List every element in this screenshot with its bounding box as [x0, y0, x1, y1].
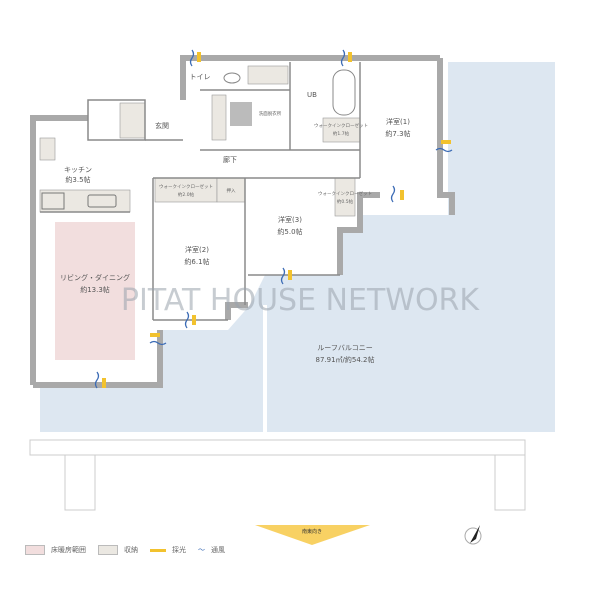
legend-light: 採光	[172, 546, 186, 554]
room2-label: 洋室(2)	[185, 245, 209, 254]
wic1-label: ウォークインクローゼット	[314, 122, 368, 129]
legend-storage: 収納	[124, 546, 138, 554]
wind-icon: 〜	[198, 546, 205, 554]
wic3-label: ウォークインクローゼット	[318, 190, 372, 197]
sink	[87, 194, 117, 208]
storage-swatch	[98, 545, 118, 555]
orientation-arrow	[255, 525, 370, 545]
kitchen-size: 約3.5帖	[65, 175, 90, 184]
ld-size: 約13.3帖	[80, 285, 110, 294]
parapet	[29, 439, 526, 511]
kitchen-label: キッチン	[64, 166, 92, 174]
bath-label: UB	[307, 91, 317, 99]
room2-size: 約6.1帖	[184, 257, 209, 266]
watermark: PITAT HOUSE NETWORK	[121, 283, 480, 318]
wic1-size: 約1.7帖	[333, 130, 350, 137]
wind-markers	[94, 49, 453, 389]
room3-size: 約5.0帖	[277, 227, 302, 236]
oshiire-label: 押入	[227, 187, 236, 194]
room3-label: 洋室(3)	[278, 215, 302, 224]
floor-heating-swatch	[25, 545, 45, 555]
floor-heating-area	[55, 222, 135, 360]
legend: 床暖房範囲 収納 採光 〜 通風	[25, 545, 225, 555]
legend-floor-heating: 床暖房範囲	[51, 546, 86, 554]
orientation-label: 南東向き	[302, 528, 322, 535]
wic3-size: 約0.5帖	[337, 198, 354, 205]
entrance-label: 玄関	[155, 121, 169, 130]
room1-size: 約7.3帖	[385, 129, 410, 138]
wic2-label: ウォークインクローゼット	[159, 183, 213, 190]
room1-label: 洋室(1)	[386, 117, 410, 126]
storage-areas	[39, 65, 361, 217]
walls	[30, 55, 455, 388]
compass-icon	[464, 525, 482, 545]
partitions	[40, 62, 361, 432]
toilet-label: トイレ	[190, 73, 211, 81]
fridge-space	[230, 102, 252, 126]
balcony-size: 87.91㎡/約54.2帖	[316, 355, 375, 364]
hall-label: 廊下	[223, 155, 237, 164]
light-icon	[150, 548, 166, 552]
washroom-label: 洗面脱衣所	[259, 110, 282, 117]
roof-balcony	[40, 62, 555, 432]
toilet-fixture	[223, 72, 241, 84]
stove	[41, 192, 65, 210]
legend-ventilation: 通風	[211, 546, 225, 554]
bathtub	[332, 69, 356, 116]
balcony-label: ルーフバルコニー	[317, 344, 372, 352]
wic2-size: 約2.0帖	[178, 191, 195, 198]
ld-label: リビング・ダイニング	[60, 273, 130, 282]
light-markers	[102, 52, 451, 388]
